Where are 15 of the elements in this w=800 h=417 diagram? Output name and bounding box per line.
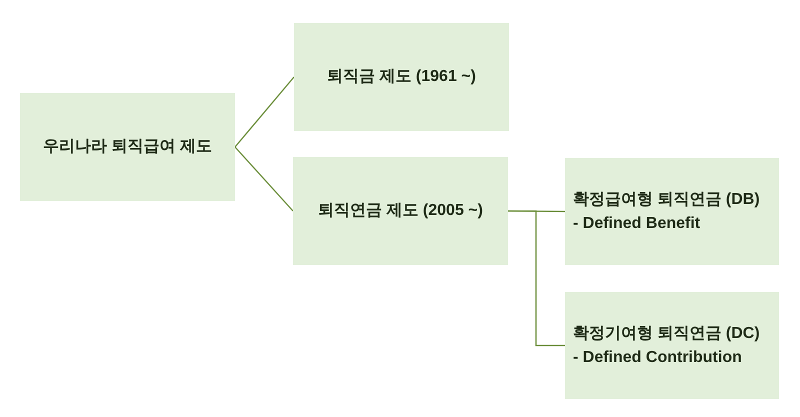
box-title: 확정급여형 퇴직연금 (DB)	[573, 190, 760, 210]
box-subtitle: - Defined Contribution	[573, 348, 742, 368]
box-title: 퇴직금 제도 (1961 ~)	[327, 67, 476, 87]
connector-line	[508, 210, 565, 346]
box-title: 확정기여형 퇴직연금 (DC)	[573, 324, 760, 344]
connector-line	[234, 76, 294, 148]
category-box	[20, 93, 235, 201]
box-title: 우리나라 퇴직급여 제도	[43, 137, 212, 157]
box-title: 퇴직연금 제도 (2005 ~)	[318, 201, 483, 221]
category-box	[294, 23, 509, 131]
box-subtitle: - Defined Benefit	[573, 214, 700, 234]
connector-line	[234, 146, 294, 212]
category-box	[293, 157, 508, 265]
category-box	[565, 158, 779, 265]
category-box	[565, 292, 779, 399]
